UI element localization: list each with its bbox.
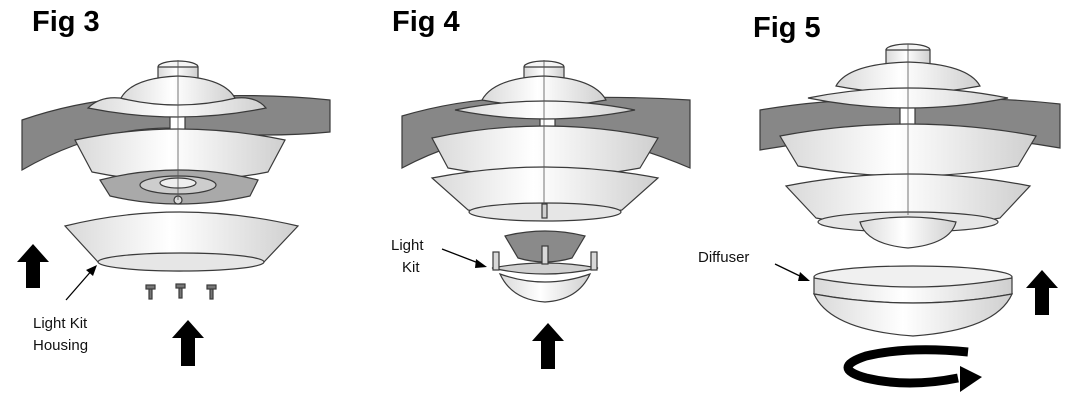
fig3-leader-line xyxy=(65,265,97,301)
fig3-up-arrow-left xyxy=(17,244,49,288)
fig4-leader-line xyxy=(441,248,487,268)
fig5-rotate-arrow xyxy=(843,345,982,392)
fig5-leader-line xyxy=(774,263,810,281)
fig4-up-arrow xyxy=(532,323,564,369)
fig3-up-arrow-bottom xyxy=(172,320,204,366)
fig3-screws xyxy=(145,283,217,300)
fig3-assembly xyxy=(21,60,331,300)
fig3-label-line1: Light Kit xyxy=(33,315,88,332)
fig3-title: Fig 3 xyxy=(32,6,100,38)
fig5-label-diffuser: Diffuser xyxy=(698,249,750,266)
fig4-assembly xyxy=(401,60,691,303)
fig5-up-arrow xyxy=(1026,270,1058,315)
fig4-title: Fig 4 xyxy=(392,6,460,38)
fig5-title: Fig 5 xyxy=(753,12,821,44)
fig4-label-line1: Light xyxy=(391,237,424,254)
fig3-label-line2: Housing xyxy=(33,337,89,354)
fig4-label-line2: Kit xyxy=(402,259,420,276)
fig5-assembly xyxy=(759,43,1061,337)
